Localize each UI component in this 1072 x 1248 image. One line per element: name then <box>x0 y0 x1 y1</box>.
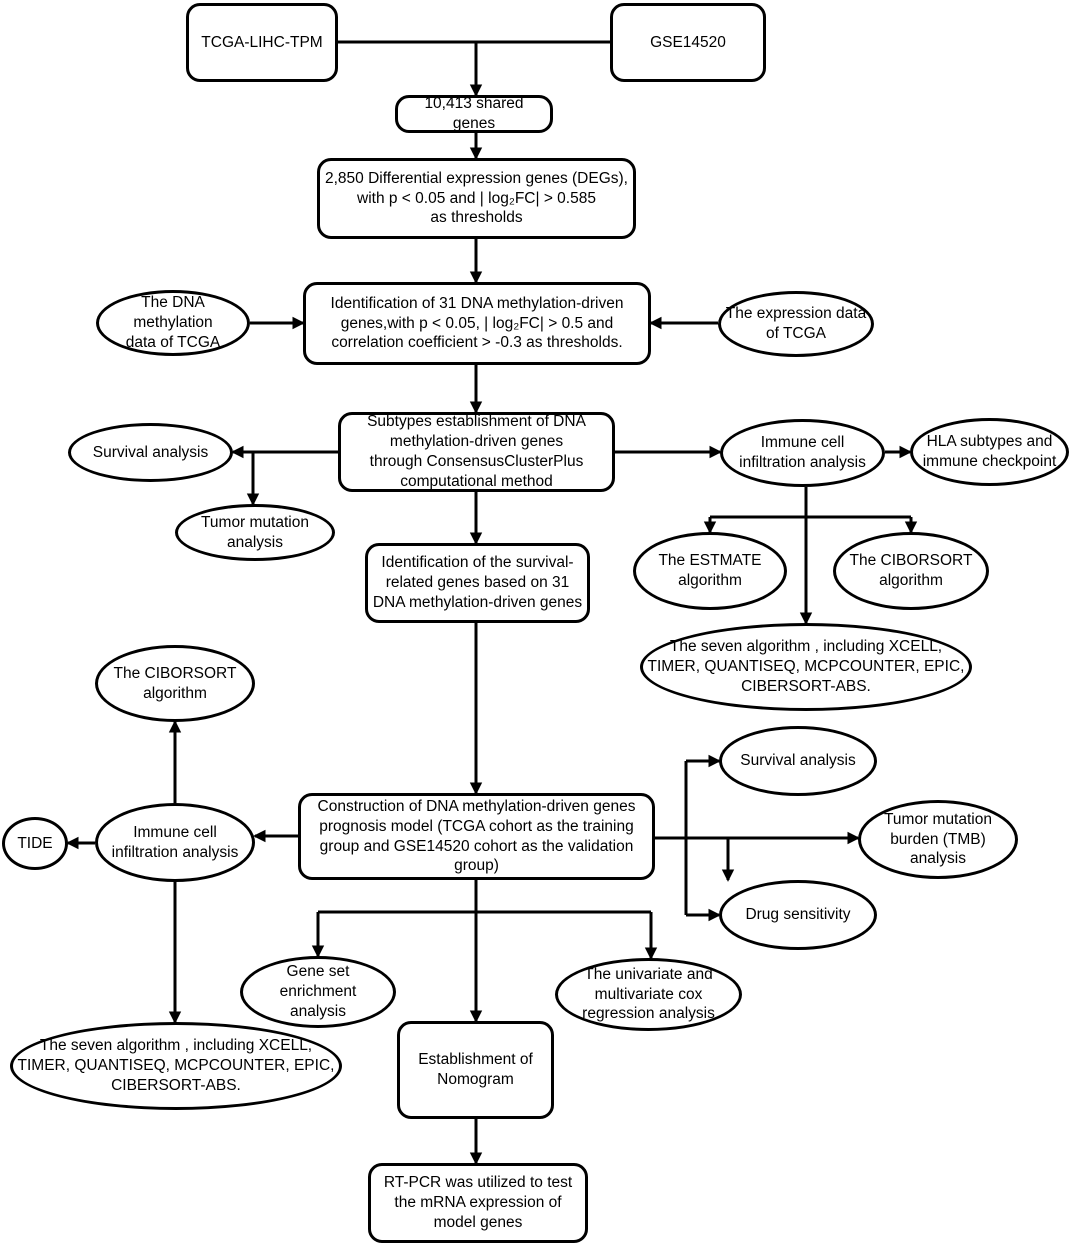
node-tide: TIDE <box>2 817 68 870</box>
node-shared-genes-label: 10,413 shared genes <box>424 95 524 132</box>
node-subtypes-establishment-label: Subtypes establishment of DNA methylatio… <box>367 413 586 490</box>
node-survival-related-genes-label: Identification of the survival- related … <box>372 554 583 611</box>
node-degs-label: 2,850 Differential expression genes (DEG… <box>325 169 628 227</box>
node-tumor-mutation-analysis: Tumor mutation analysis <box>175 504 335 561</box>
node-survival-analysis-1: Survival analysis <box>68 423 233 482</box>
node-rt-pcr: RT-PCR was utilized to test the mRNA exp… <box>368 1163 588 1243</box>
node-immune-cell-infiltration-1-label: Immune cell infiltration analysis <box>739 434 866 471</box>
node-drug-sensitivity-label: Drug sensitivity <box>745 906 851 924</box>
node-tumor-mutation-analysis-label: Tumor mutation analysis <box>201 513 309 551</box>
node-tide-label: TIDE <box>17 834 53 852</box>
node-tmb-analysis: Tumor mutation burden (TMB) analysis <box>858 800 1018 879</box>
node-degs: 2,850 Differential expression genes (DEG… <box>317 158 636 239</box>
node-seven-algorithm-2: The seven algorithm , including XCELL, T… <box>10 1022 342 1110</box>
node-seven-algorithm-1: The seven algorithm , including XCELL, T… <box>640 623 972 711</box>
node-nomogram-label: Establishment of Nomogram <box>418 1051 533 1088</box>
node-cibersort-algorithm-1: The CIBORSORT algorithm <box>833 532 989 610</box>
node-survival-analysis-2-label: Survival analysis <box>740 752 856 770</box>
node-rt-pcr-label: RT-PCR was utilized to test the mRNA exp… <box>383 1174 573 1231</box>
node-immune-cell-infiltration-1: Immune cell infiltration analysis <box>720 419 885 487</box>
node-seven-algorithm-1-label: The seven algorithm , including XCELL, T… <box>647 638 965 695</box>
node-nomogram: Establishment of Nomogram <box>397 1021 554 1119</box>
node-gse14520: GSE14520 <box>610 3 766 82</box>
node-shared-genes: 10,413 shared genes <box>395 95 553 133</box>
node-tcga-lihc-tpm: TCGA-LIHC-TPM <box>186 3 338 82</box>
node-dna-methylation-data: The DNA methylation data of TCGA <box>96 290 250 356</box>
node-expression-data: The expression data of TCGA <box>718 291 874 357</box>
node-subtypes-establishment: Subtypes establishment of DNA methylatio… <box>338 412 615 492</box>
node-immune-cell-infiltration-2: Immune cell infiltration analysis <box>95 803 255 882</box>
node-drug-sensitivity: Drug sensitivity <box>719 880 877 950</box>
node-cibersort-algorithm-2-label: The CIBORSORT algorithm <box>113 664 237 702</box>
node-survival-analysis-1-label: Survival analysis <box>92 443 209 461</box>
node-hla-subtypes-label: HLA subtypes and immune checkpoint <box>922 433 1057 470</box>
node-tcga-lihc-tpm-label: TCGA-LIHC-TPM <box>201 33 323 51</box>
node-gse14520-label: GSE14520 <box>650 33 726 51</box>
node-dna-methylation-data-label: The DNA methylation data of TCGA <box>125 294 221 351</box>
node-expression-data-label: The expression data of TCGA <box>725 305 867 342</box>
node-seven-algorithm-2-label: The seven algorithm , including XCELL, T… <box>17 1037 335 1094</box>
node-cox-regression: The univariate and multivariate cox regr… <box>555 958 742 1031</box>
node-gene-set-enrichment-label: Gene set enrichment analysis <box>279 963 357 1020</box>
node-cibersort-algorithm-2: The CIBORSORT algorithm <box>95 645 255 722</box>
node-gene-set-enrichment: Gene set enrichment analysis <box>240 956 396 1028</box>
node-prognosis-model-label: Construction of DNA methylation-driven g… <box>317 797 636 875</box>
node-survival-related-genes: Identification of the survival- related … <box>365 543 590 623</box>
node-survival-analysis-2: Survival analysis <box>719 726 877 796</box>
node-cibersort-algorithm-1-label: The CIBORSORT algorithm <box>849 552 973 589</box>
node-tmb-analysis-label: Tumor mutation burden (TMB) analysis <box>884 810 992 868</box>
node-immune-cell-infiltration-2-label: Immune cell infiltration analysis <box>111 823 239 861</box>
node-identification-31-genes: Identification of 31 DNA methylation-dri… <box>303 282 651 365</box>
node-prognosis-model: Construction of DNA methylation-driven g… <box>298 793 655 880</box>
node-estimate-algorithm: The ESTMATE algorithm <box>633 532 787 610</box>
node-estimate-algorithm-label: The ESTMATE algorithm <box>658 552 762 589</box>
node-hla-subtypes: HLA subtypes and immune checkpoint <box>910 418 1069 486</box>
node-identification-31-genes-label: Identification of 31 DNA methylation-dri… <box>330 294 624 352</box>
node-cox-regression-label: The univariate and multivariate cox regr… <box>582 965 715 1023</box>
